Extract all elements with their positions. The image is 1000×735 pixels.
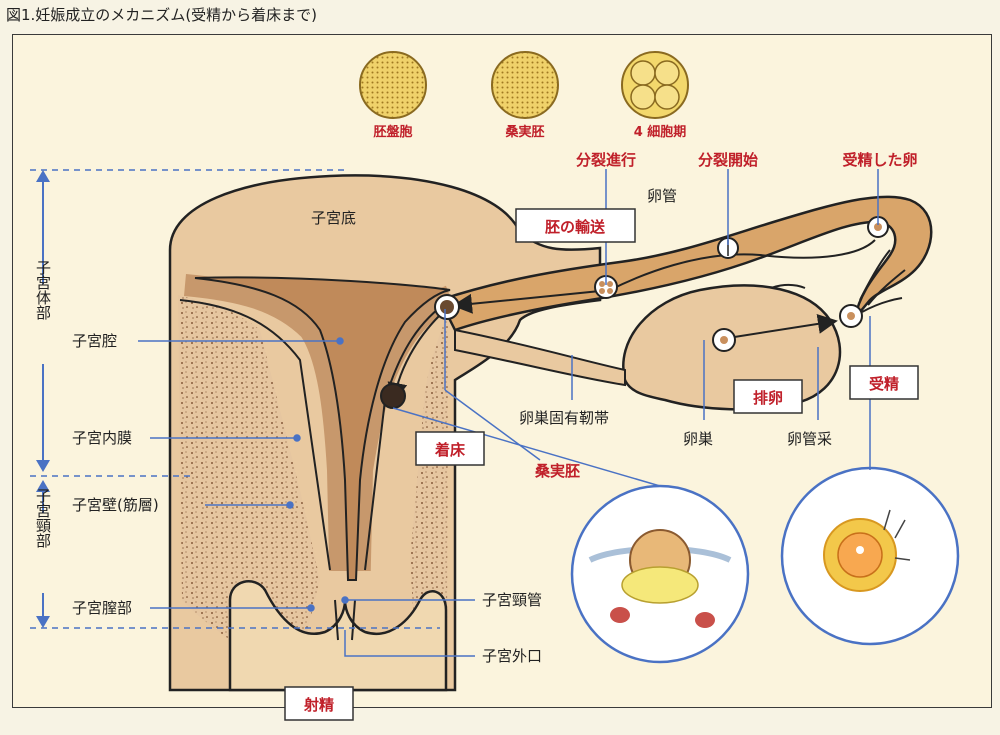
- label-cervical-canal: 子宮頸管: [482, 591, 542, 609]
- label-morula-embryo: 桑実胚: [535, 462, 580, 480]
- box-ejaculation-text: 射精: [303, 696, 334, 714]
- label-ovary: 卵巣: [683, 430, 713, 448]
- box-fertilization-text: 受精: [869, 375, 899, 393]
- label-fundus: 子宮底: [311, 209, 356, 227]
- red-labels: 分裂進行 分裂開始 受精した卵 桑実胚: [535, 151, 918, 480]
- oviduct-tube: [438, 195, 933, 332]
- oviduct: [438, 195, 933, 332]
- anatomy-labels: 子宮底 卵管 子宮腔 子宮内膜 子宮壁(筋層) 子宮膣部 子宮頸管 子宮外口 卵…: [72, 187, 832, 665]
- label-fertilized-egg: 受精した卵: [842, 151, 917, 169]
- label-cleavage-progress: 分裂進行: [576, 151, 636, 169]
- leader-lines: [138, 169, 879, 657]
- label-oviduct: 卵管: [647, 187, 677, 205]
- label-uterine-cervix: 子宮頸部: [34, 488, 52, 548]
- side-dimensions: [30, 169, 440, 629]
- embryo-cells: [380, 216, 889, 409]
- figure-title: 図1.妊娠成立のメカニズム(受精から着床まで): [6, 6, 318, 24]
- label-uterine-wall: 子宮壁(筋層): [72, 496, 159, 514]
- fimbriae: [759, 249, 906, 313]
- implanting-embryo-cell: [380, 383, 406, 409]
- uterine-cavity-shape: [194, 276, 451, 581]
- label-cleavage-start: 分裂開始: [698, 151, 758, 169]
- label-endometrium: 子宮内膜: [72, 429, 132, 447]
- morula-icon: [491, 51, 559, 119]
- box-embryo-transport: 胚の輸送: [515, 208, 636, 243]
- label-fimbria: 卵管采: [787, 430, 832, 448]
- box-fertilization: 受精: [849, 365, 919, 400]
- stage-label-blastocyst: 胚盤胞: [373, 124, 412, 140]
- magnified-views: [570, 466, 960, 664]
- uterus: [168, 174, 602, 692]
- four-cell-icon: [621, 51, 689, 119]
- stage-illustrations: 胚盤胞 桑実胚 4 細胞期: [359, 51, 689, 140]
- label-external-os: 子宮外口: [482, 647, 542, 665]
- label-uterine-cavity: 子宮腔: [72, 332, 117, 350]
- box-implantation: 着床: [415, 431, 485, 466]
- stage-label-four-cell: 4 細胞期: [634, 124, 687, 140]
- vertical-labels: 子宮体部 子宮頸部: [34, 260, 52, 548]
- stage-label-morula: 桑実胚: [504, 124, 544, 140]
- box-ovulation-text: 排卵: [753, 389, 783, 407]
- box-implantation-text: 着床: [434, 441, 466, 459]
- box-ejaculation: 射精: [284, 686, 354, 721]
- uterine-wall-muscle: [178, 295, 320, 660]
- box-ovulation: 排卵: [733, 379, 803, 414]
- boxed-labels: 胚の輸送 排卵 受精 着床 射精: [284, 208, 919, 721]
- box-embryo-transport-text: 胚の輸送: [545, 218, 606, 236]
- endometrium-layer: [184, 274, 455, 571]
- label-uterine-body: 子宮体部: [34, 260, 52, 320]
- label-ovarian-ligament: 卵巣固有靭帯: [519, 409, 609, 427]
- label-vaginal-part: 子宮膣部: [72, 599, 132, 617]
- blastocyst-icon: [359, 51, 427, 119]
- ovarian-ligament-shape: [454, 328, 626, 387]
